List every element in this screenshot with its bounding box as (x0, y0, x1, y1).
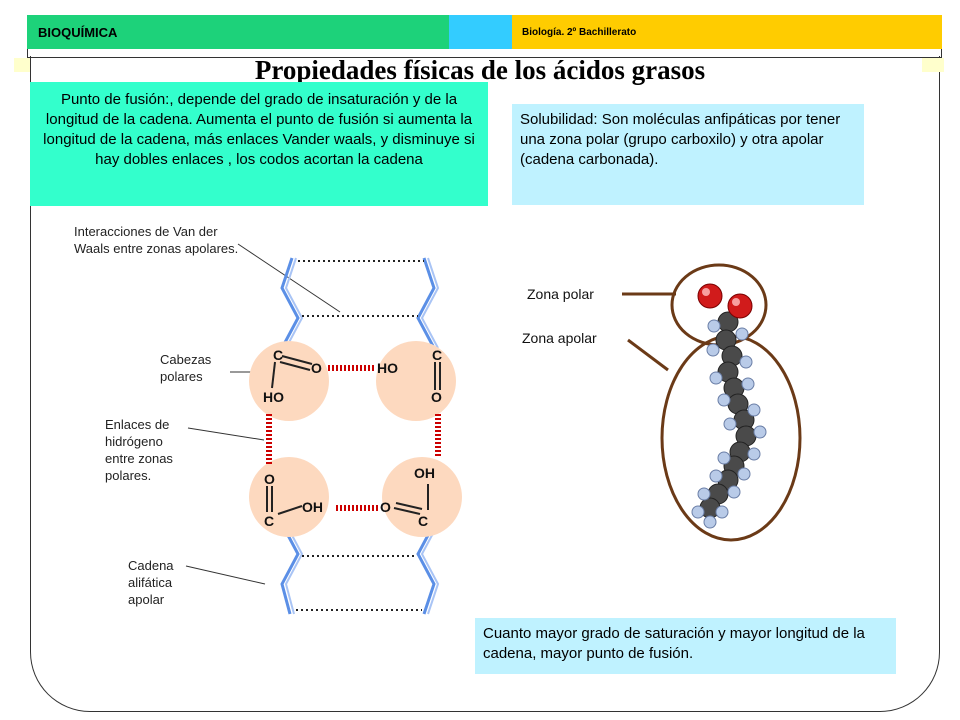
label-zona-apolar: Zona apolar (522, 330, 597, 346)
carbonyl-bonds (266, 355, 441, 515)
header-bar-center (449, 15, 512, 55)
label-van-der-waals: Interacciones de Van der Waals entre zon… (74, 224, 239, 256)
header-bar-left (27, 15, 449, 49)
hydrogen-bonds (266, 365, 441, 511)
title-band-left (14, 58, 30, 72)
header-subject: BIOQUÍMICA (38, 25, 118, 40)
note-solubilidad: Solubilidad: Son moléculas anfipáticas p… (512, 104, 864, 205)
page-title: Propiedades físicas de los ácidos grasos (254, 55, 706, 85)
polar-head-top-right (376, 341, 456, 421)
slide-frame (30, 56, 940, 712)
aliphatic-chain-top-right (416, 257, 440, 349)
atom-ho-top-right: HO (377, 360, 398, 376)
label-cadena-alifatica: Cadena alifática apolar (128, 558, 174, 607)
atom-c-top-left: C (273, 347, 283, 363)
polar-head-top-left (249, 341, 329, 421)
label-cabezas-polares: Cabezas polares (160, 352, 212, 384)
atom-ho-top-left: HO (263, 389, 284, 405)
label-enlaces-hidrogeno: Enlaces de hidrógeno entre zonas polares… (105, 417, 173, 483)
label-zona-polar: Zona polar (527, 286, 594, 302)
atom-o-bottom-right: O (380, 499, 391, 515)
atom-o-bottom-left: O (264, 471, 275, 487)
polar-head-bottom-right (382, 457, 462, 537)
atom-oh-bottom-right: OH (414, 465, 435, 481)
atom-o-top-right: O (431, 389, 442, 405)
atom-o-top-left: O (311, 360, 322, 376)
atom-oh-bottom-left: OH (302, 499, 323, 515)
header-course: Biología. 2º Bachillerato (522, 27, 637, 38)
note-punto-fusion: Punto de fusión:, depende del grado de i… (30, 82, 488, 206)
aliphatic-chain-top-left (280, 257, 304, 349)
title-band-right (922, 58, 944, 72)
header-underline (27, 49, 942, 58)
fatty-acid-molecule-model (691, 283, 767, 529)
aliphatic-chain-bottom-left (280, 523, 304, 615)
aliphatic-chain-bottom-right (416, 523, 440, 615)
atom-c-bottom-left: C (264, 513, 274, 529)
van-der-waals-lines (296, 260, 424, 611)
polar-head-bottom-left (249, 457, 329, 537)
note-saturacion: Cuanto mayor grado de saturación y mayor… (475, 618, 896, 674)
header-bar-right (512, 15, 942, 49)
leader-line-enlaces (187, 427, 265, 441)
atom-c-top-right: C (432, 347, 442, 363)
pointer-zona-apolar (627, 338, 669, 372)
leader-line-cadena (185, 565, 266, 585)
atom-c-bottom-right: C (418, 513, 428, 529)
